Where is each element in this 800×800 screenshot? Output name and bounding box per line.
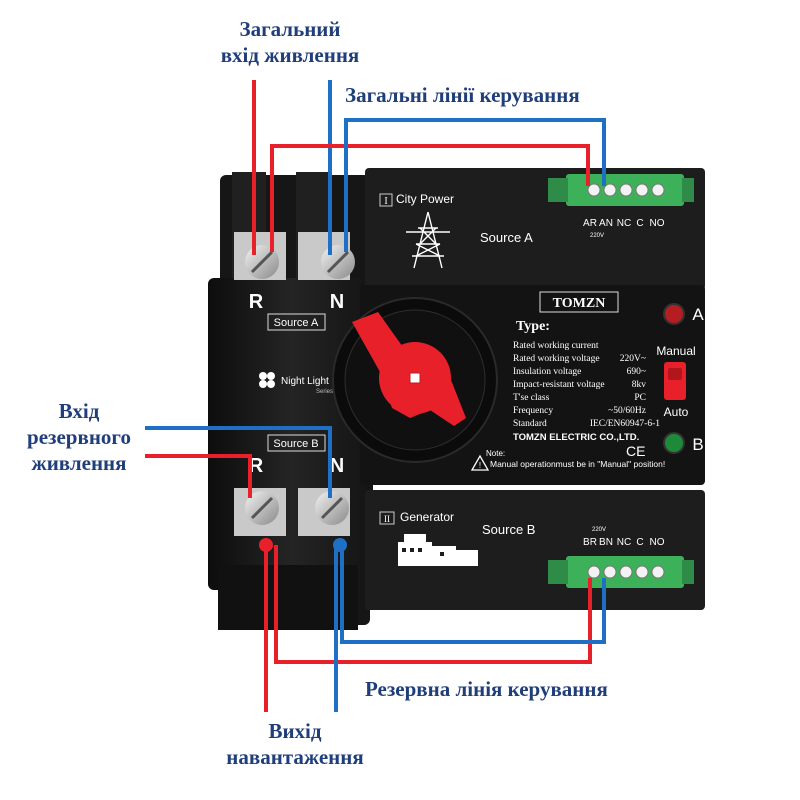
terminal-b-label: NO — [650, 537, 665, 548]
spec-value: IEC/EN60947-6-1 — [590, 419, 660, 429]
main-control-neutral-wire — [344, 118, 606, 252]
spec-label: Rated working current — [513, 341, 599, 351]
manual-auto-switch[interactable] — [664, 362, 686, 400]
rotary-handle[interactable] — [332, 297, 498, 463]
source-b-label: Source B — [482, 522, 535, 537]
source-b-indicator-light — [663, 432, 685, 454]
label-line: Вхід — [58, 399, 100, 423]
generator-icon — [398, 534, 478, 566]
backup-control-label: Резервна лінія керування — [365, 677, 608, 701]
brand-logo: TOMZN — [553, 296, 606, 311]
svg-text:!: ! — [479, 461, 481, 470]
terminal-a-label: AN — [599, 218, 613, 229]
city-power-label: City Power — [396, 192, 454, 206]
terminal-strip-a — [548, 174, 694, 206]
spec-heading: Type: — [516, 319, 550, 334]
spec-value: PC — [634, 393, 646, 403]
spec-label: Frequency — [513, 406, 553, 416]
note-label: Note: — [486, 449, 505, 458]
spec-label: Insulation voltage — [513, 367, 581, 377]
backup-input-label: Вхід резервного живлення — [14, 398, 144, 476]
source-b-tag: Source B — [273, 438, 318, 450]
indicator-b-label: B — [692, 435, 703, 454]
backup-input-neutral-wire — [145, 426, 332, 498]
spec-label: T'se class — [513, 393, 550, 403]
bottom-terminal-block — [234, 488, 350, 552]
night-light-logo-icon — [259, 372, 275, 388]
terminal-n-bottom: N — [330, 455, 344, 477]
label-line: навантаження — [226, 745, 364, 769]
label-line: вхід живлення — [220, 43, 360, 67]
city-power-number: I — [384, 196, 387, 207]
indicator-a-label: A — [692, 305, 704, 324]
terminal-r-bottom: R — [249, 455, 264, 477]
label-line: Вихід — [268, 719, 322, 743]
terminal-a-label: NO — [650, 218, 665, 229]
spec-value: 220V~ — [620, 354, 646, 364]
source-a-tag: Source A — [274, 317, 319, 329]
generator-label: Generator — [400, 510, 454, 524]
ce-mark: CE — [626, 443, 645, 459]
warning-icon: ! — [470, 454, 490, 471]
spec-table: Rated working current Rated working volt… — [513, 341, 660, 429]
spec-value: 8kv — [632, 380, 647, 390]
label-line: живлення — [31, 451, 127, 475]
main-control-phase-wire — [270, 144, 590, 252]
terminal-r-top: R — [249, 291, 264, 313]
series-sub: Series — [316, 389, 333, 395]
terminal-b-voltage: 220V — [592, 527, 606, 533]
label-line: Загальний — [239, 17, 341, 41]
spec-label: Standard — [513, 419, 547, 429]
terminal-a-label: AR — [583, 218, 597, 229]
backup-control-phase-wire — [274, 545, 592, 664]
terminal-strip-b — [548, 556, 694, 588]
company-name: TOMZN ELECTRIC CO.,LTD. — [513, 432, 639, 443]
terminal-a-label: NC — [617, 218, 631, 229]
series-name: Night Light — [281, 376, 329, 387]
terminal-b-label: NC — [617, 537, 631, 548]
generator-number: II — [384, 514, 390, 524]
terminal-b-label: BR — [583, 537, 597, 548]
spec-value: ~50/60Hz — [608, 406, 646, 416]
main-control-label: Загальні лінії керування — [345, 83, 580, 107]
spec-label: Rated working voltage — [513, 354, 600, 364]
spec-value: 690~ — [627, 367, 646, 377]
label-line: резервного — [27, 425, 131, 449]
power-tower-icon — [406, 211, 450, 269]
terminal-a-label: C — [636, 218, 643, 229]
backup-input-phase-wire — [145, 454, 252, 498]
terminal-a-voltage: 220V — [590, 233, 604, 239]
note-text: Manual operationmust be in "Manual" posi… — [490, 459, 665, 469]
load-output-label: Вихід навантаження — [210, 718, 380, 770]
terminal-n-top: N — [330, 291, 344, 313]
terminal-b-label: C — [636, 537, 643, 548]
source-a-label: Source A — [480, 230, 533, 245]
manual-label: Manual — [656, 344, 695, 358]
auto-label: Auto — [664, 405, 689, 419]
terminal-b-label: BN — [599, 537, 613, 548]
top-terminal-block — [234, 232, 355, 280]
source-a-indicator-light — [663, 303, 685, 325]
backup-control-neutral-wire — [340, 545, 606, 644]
spec-label: Impact-resistant voltage — [513, 380, 605, 390]
main-input-label: Загальний вхід живлення — [205, 16, 375, 68]
